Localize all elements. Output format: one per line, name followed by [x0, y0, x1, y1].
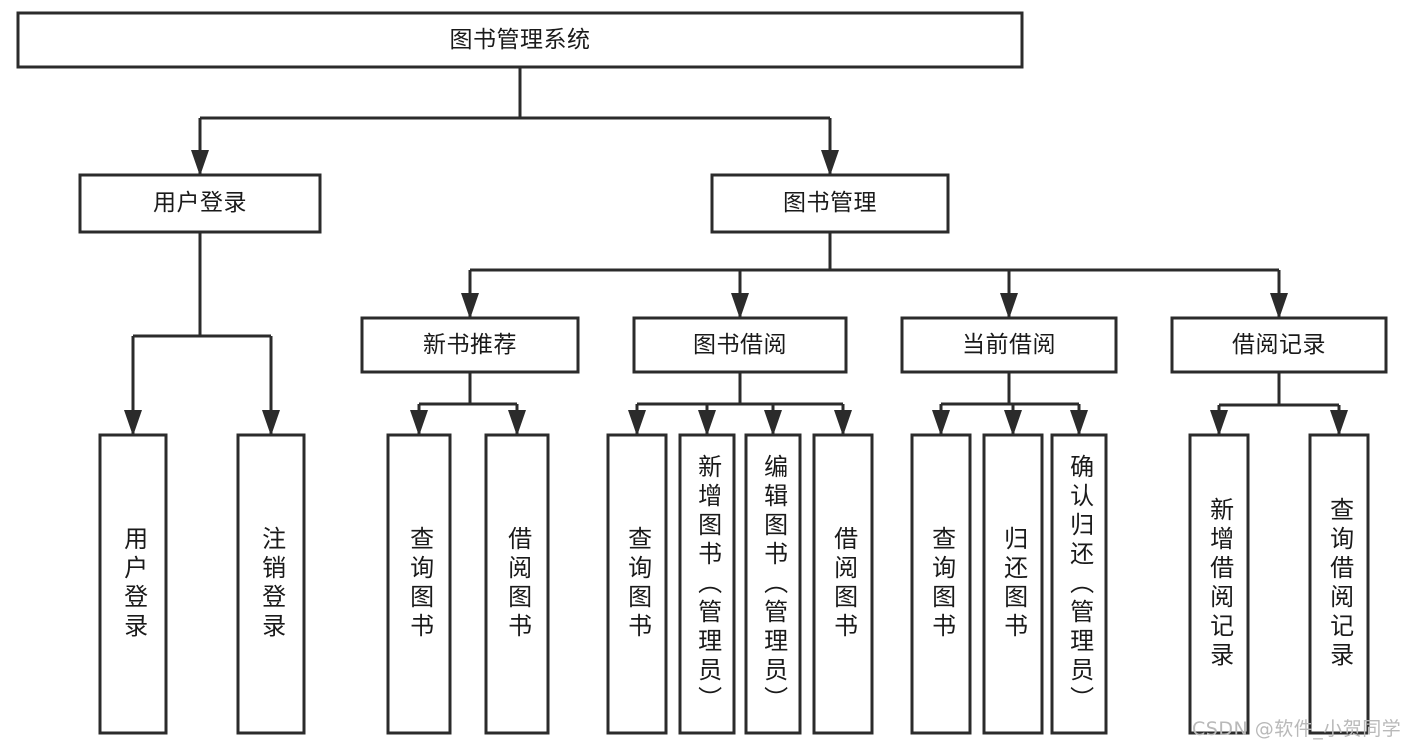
connector-arrowhead — [834, 410, 852, 436]
connector-arrowhead — [932, 410, 950, 436]
node-box-root[interactable] — [16, 11, 1024, 69]
node-box-leaf12[interactable] — [1188, 433, 1250, 735]
node-box-leaf10[interactable] — [982, 433, 1044, 735]
node-box-l2b[interactable] — [632, 316, 848, 374]
node-box-leaf05[interactable] — [606, 433, 668, 735]
connector-arrowhead — [821, 150, 839, 176]
node-box-leaf06[interactable] — [678, 433, 736, 735]
connector-arrowhead — [1070, 410, 1088, 436]
connector-arrowhead — [410, 410, 428, 436]
node-box-leaf04[interactable] — [484, 433, 550, 735]
node-box-l2c[interactable] — [900, 316, 1118, 374]
connector-arrowhead — [1004, 410, 1022, 436]
node-box-l1b[interactable] — [710, 173, 950, 234]
connector-arrowhead — [628, 410, 646, 436]
connector-arrowhead — [1000, 293, 1018, 319]
connector-arrowhead — [124, 410, 142, 436]
node-box-leaf13[interactable] — [1308, 433, 1370, 735]
connector-arrowhead — [764, 410, 782, 436]
node-box-leaf01[interactable] — [98, 433, 168, 735]
connector-arrowhead — [731, 293, 749, 319]
connector-arrowhead — [698, 410, 716, 436]
connector-arrowhead — [262, 410, 280, 436]
connector-arrowhead — [191, 150, 209, 176]
connector-arrowhead — [508, 410, 526, 436]
node-box-leaf07[interactable] — [744, 433, 802, 735]
connector-arrowhead — [1270, 293, 1288, 319]
node-box-l2a[interactable] — [360, 316, 580, 374]
connector-arrowhead — [461, 293, 479, 319]
node-box-leaf03[interactable] — [386, 433, 452, 735]
node-box-l2d[interactable] — [1170, 316, 1388, 374]
node-box-leaf02[interactable] — [236, 433, 306, 735]
connector-arrowhead — [1330, 410, 1348, 436]
nodes-layer — [16, 11, 1388, 735]
node-box-l1a[interactable] — [78, 173, 322, 234]
node-box-leaf11[interactable] — [1050, 433, 1108, 735]
connectors-layer — [124, 67, 1348, 436]
node-box-leaf08[interactable] — [812, 433, 874, 735]
node-box-leaf09[interactable] — [910, 433, 972, 735]
connector-arrowhead — [1210, 410, 1228, 436]
